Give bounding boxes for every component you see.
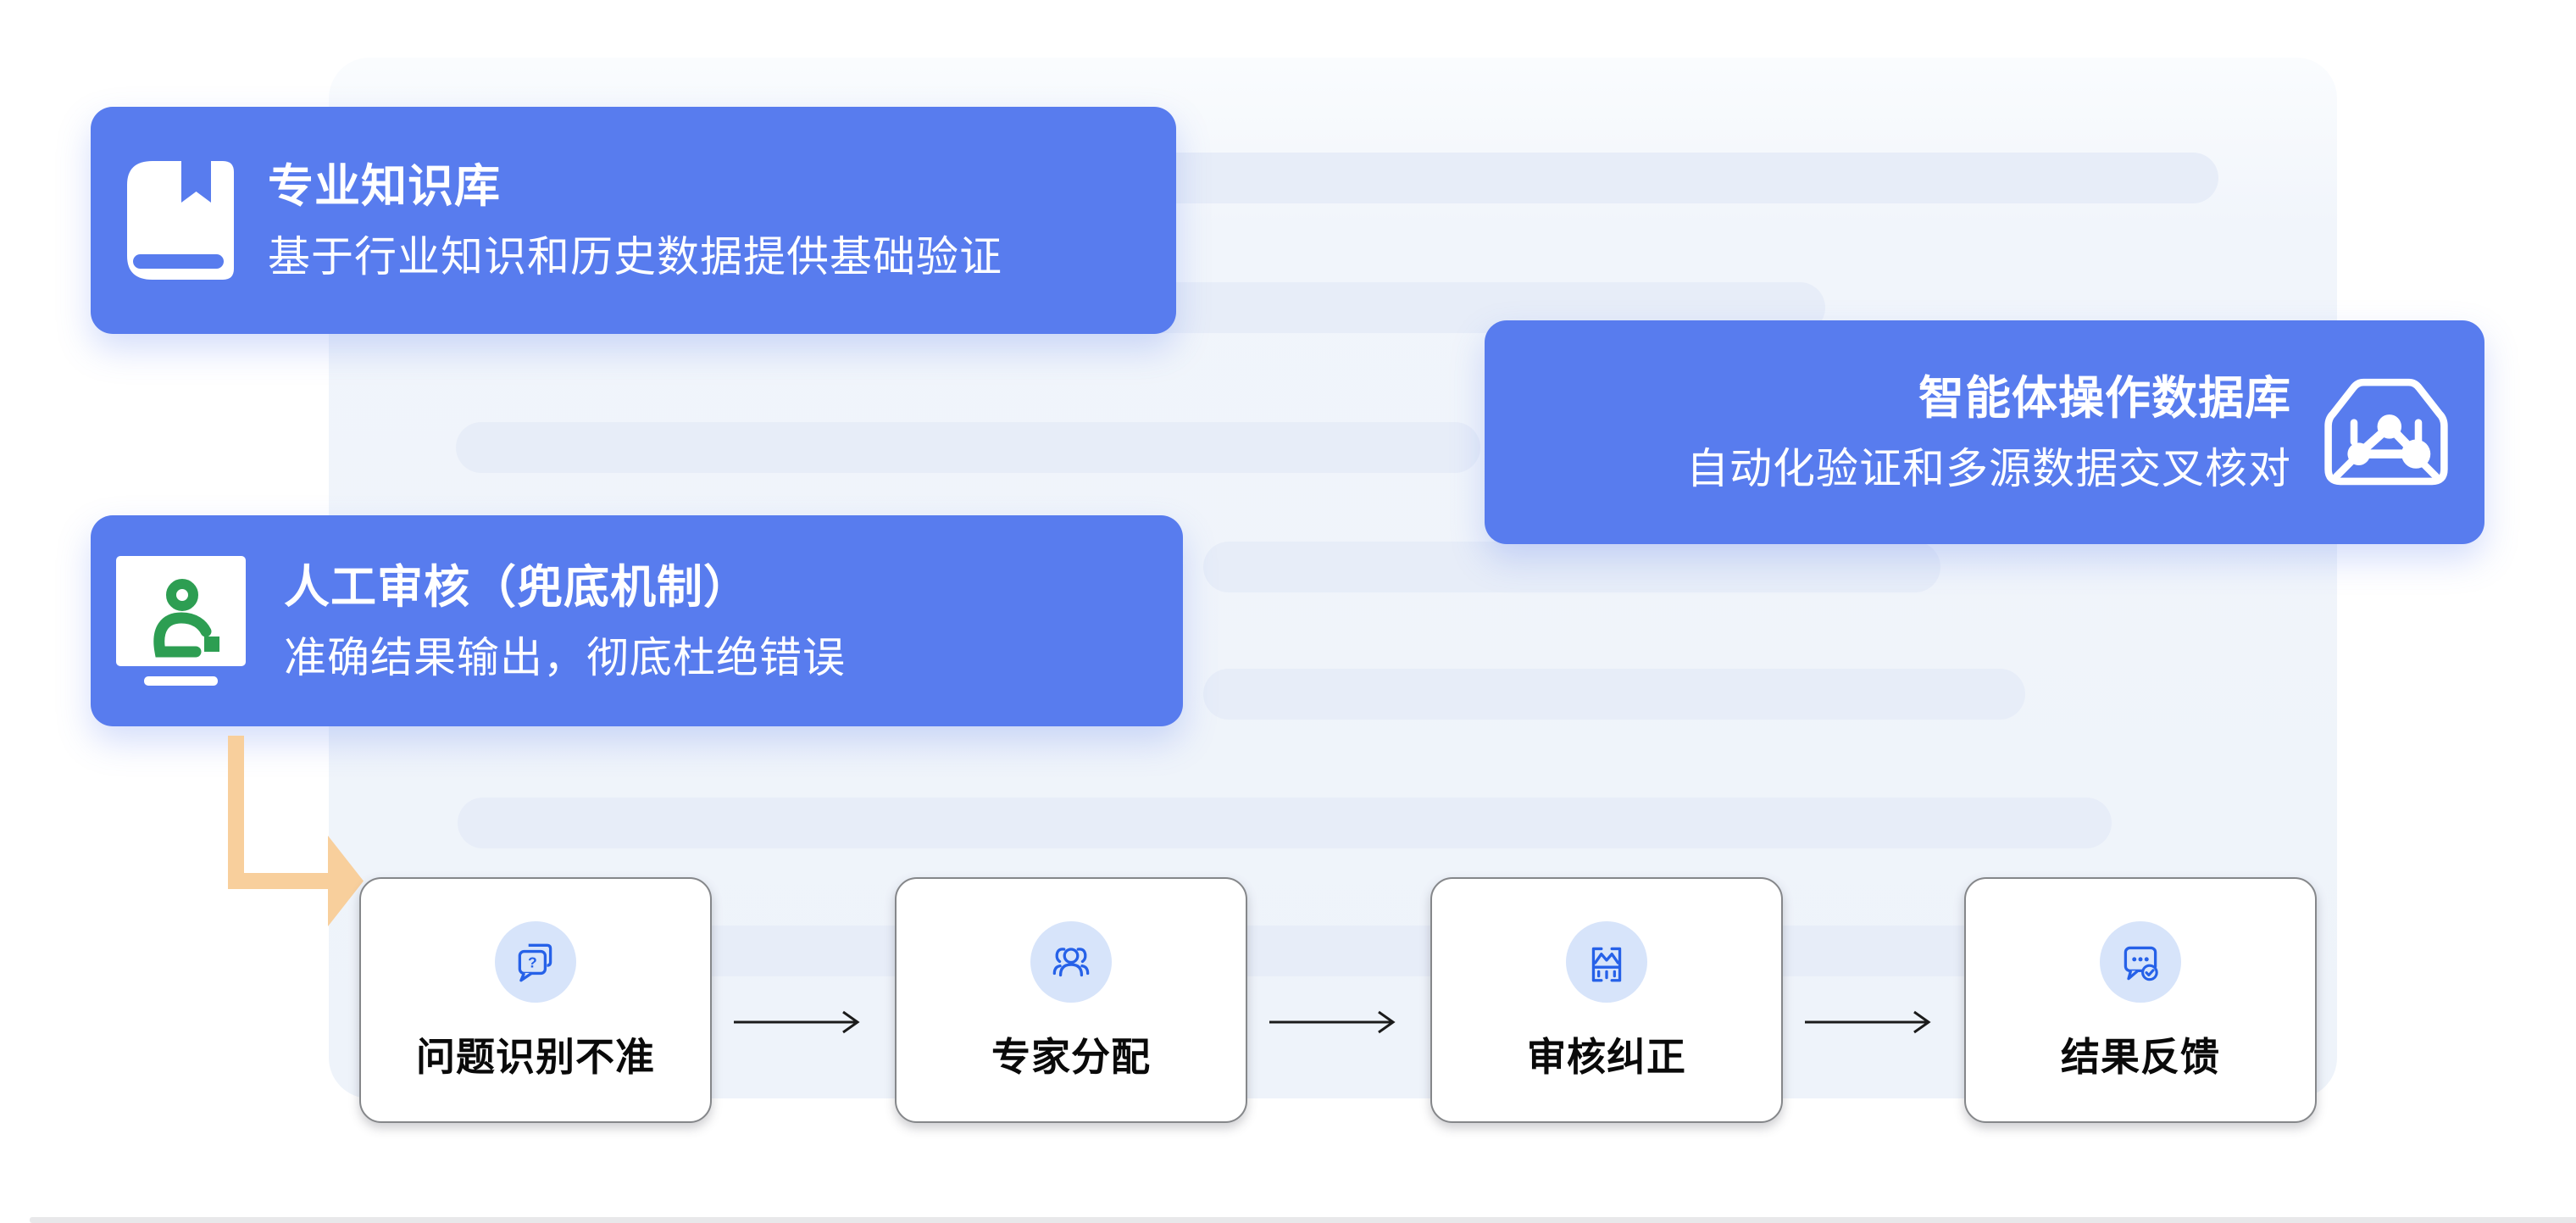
callout-title: 人工审核（兜底机制） xyxy=(284,561,750,613)
flow-step-label: 审核纠正 xyxy=(1527,1035,1686,1079)
flow-step-experts: 专家分配 xyxy=(895,877,1247,1123)
data-box-icon xyxy=(2322,373,2451,492)
callout-knowledge-base: 专业知识库 基于行业知识和历史数据提供基础验证 xyxy=(91,107,1176,334)
icon-circle xyxy=(2100,921,2181,1003)
callout-subtitle: 基于行业知识和历史数据提供基础验证 xyxy=(268,233,1002,281)
arrow-right-icon xyxy=(1805,1010,1931,1034)
flow-step-problem: ? 问题识别不准 xyxy=(359,877,712,1123)
bottom-divider xyxy=(30,1217,2576,1223)
person-monitor-icon xyxy=(116,556,246,686)
feedback-check-icon xyxy=(2116,937,2165,987)
audit-correct-icon xyxy=(1582,937,1631,987)
icon-circle: ? xyxy=(495,921,576,1003)
callout-title: 专业知识库 xyxy=(268,161,501,212)
callout-subtitle: 自动化验证和多源数据交叉核对 xyxy=(1686,445,2291,492)
callout-title: 智能体操作数据库 xyxy=(1918,373,2291,424)
svg-text:?: ? xyxy=(528,954,537,971)
callout-subtitle: 准确结果输出，彻底杜绝错误 xyxy=(284,633,846,681)
skeleton-bar xyxy=(1203,669,2025,720)
flow-step-label: 问题识别不准 xyxy=(416,1035,655,1079)
callout-manual-review: 人工审核（兜底机制） 准确结果输出，彻底杜绝错误 xyxy=(91,515,1183,726)
flow-step-label: 专家分配 xyxy=(991,1035,1151,1079)
experts-group-icon xyxy=(1046,937,1096,987)
arrow-right-icon xyxy=(734,1010,860,1034)
skeleton-bar xyxy=(462,926,2112,976)
elbow-arrow-icon xyxy=(228,736,364,926)
icon-circle xyxy=(1566,921,1647,1003)
callout-agent-operation-db: 智能体操作数据库 自动化验证和多源数据交叉核对 xyxy=(1485,320,2484,544)
skeleton-bar xyxy=(458,798,2112,848)
flow-step-audit: 审核纠正 xyxy=(1430,877,1783,1123)
skeleton-bar xyxy=(1203,542,1940,592)
icon-circle xyxy=(1030,921,1112,1003)
arrow-right-icon xyxy=(1269,1010,1396,1034)
book-icon xyxy=(127,161,234,280)
question-bubble-icon: ? xyxy=(511,937,560,987)
flow-step-feedback: 结果反馈 xyxy=(1964,877,2317,1123)
skeleton-bar xyxy=(456,422,1480,473)
flow-step-label: 结果反馈 xyxy=(2061,1035,2220,1079)
